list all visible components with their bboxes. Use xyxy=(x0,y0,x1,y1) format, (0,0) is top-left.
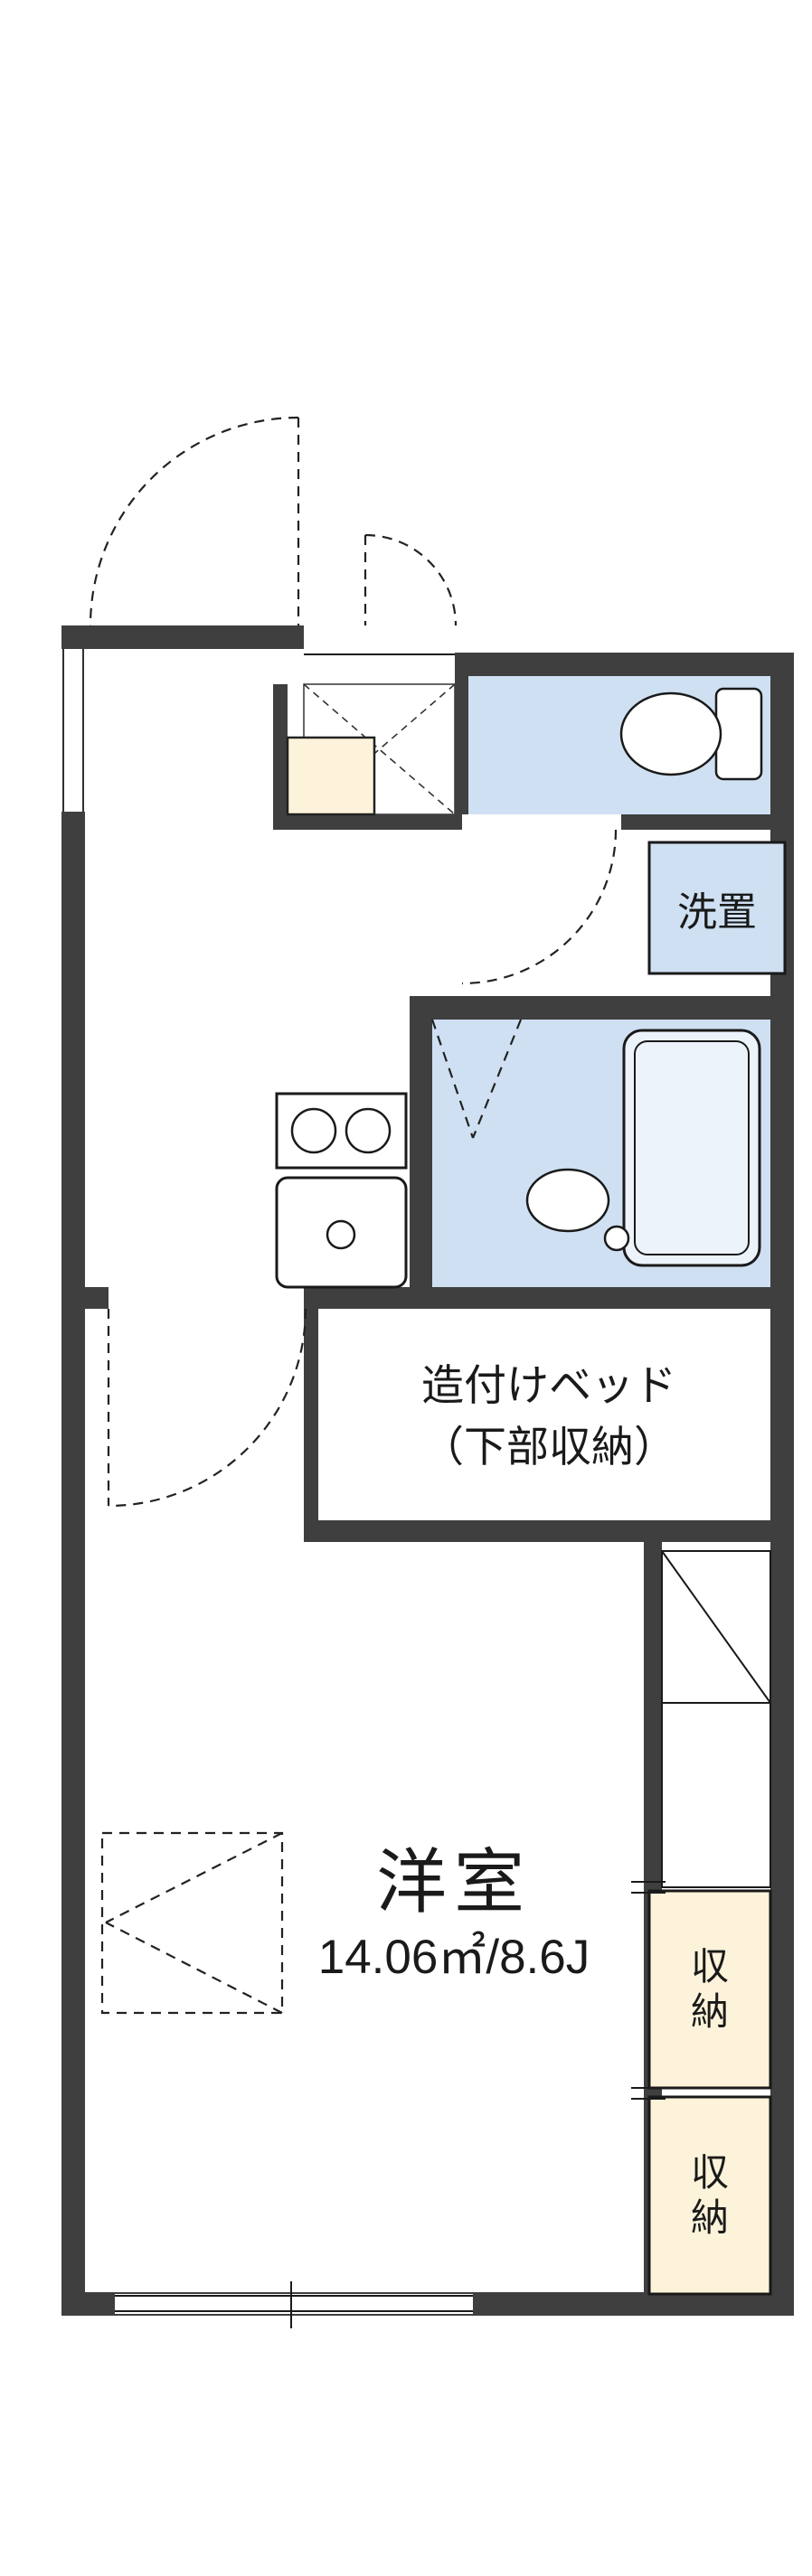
bathroom-left-wall xyxy=(410,996,432,1309)
bath-drain-icon xyxy=(603,1225,630,1252)
bathroom-door-line xyxy=(430,1019,475,1139)
toilet-bowl-icon xyxy=(619,691,722,776)
built-in-bed-label-line1: 造付けベッド xyxy=(421,1360,676,1409)
hall-wall-left xyxy=(273,814,462,830)
bath-basin-icon xyxy=(525,1168,610,1233)
fridge-space-diagonal xyxy=(661,1550,771,1704)
built-in-bed-label-line2: （下部収納） xyxy=(421,1423,676,1471)
top-wall-right xyxy=(455,653,794,676)
entrance-toilet-wall xyxy=(455,653,468,814)
left-wall-top-stub xyxy=(61,625,85,649)
stove-burner-icon xyxy=(290,1107,337,1154)
storage-bottom-box xyxy=(647,2095,772,2296)
hall-wall-right xyxy=(621,814,794,830)
door-stub-wall xyxy=(85,1287,109,1309)
bed-bottom-wall xyxy=(304,1520,794,1542)
furniture-outline-box xyxy=(100,1831,284,2015)
kitchen-sink xyxy=(275,1176,408,1289)
toilet-tank-icon xyxy=(714,687,763,781)
built-in-bed-label: 造付けベッド （下部収納） xyxy=(318,1321,779,1511)
main-room-name: 洋室 xyxy=(228,1833,680,1922)
storage-top-label-text: 収納 xyxy=(690,1944,729,2033)
bed-left-wall xyxy=(304,1309,318,1542)
bottom-window-gap xyxy=(115,2294,473,2314)
storage-bottom-label: 収納 xyxy=(649,2097,770,2294)
entrance-cross-mark xyxy=(303,683,456,815)
top-wall-left xyxy=(61,625,304,649)
bathroom-top-wall xyxy=(410,996,794,1020)
hall-door-swing-arc xyxy=(461,829,618,985)
sink-drain-icon xyxy=(326,1219,356,1250)
shoe-cabinet-box xyxy=(286,736,376,816)
stove-burner-icon xyxy=(345,1107,392,1154)
washer-space-label-text: 洗置 xyxy=(677,889,757,935)
main-room-size: 14.06㎡/8.6J xyxy=(228,1923,680,1984)
free-space-box xyxy=(661,1702,771,1888)
main-room-name-text: 洋室 xyxy=(375,1842,532,1922)
bathroom-bottom-wall xyxy=(410,1287,794,1309)
washer-space-box xyxy=(647,841,787,975)
bathroom-door-line xyxy=(471,1019,523,1139)
main-room-size-text: 14.06㎡/8.6J xyxy=(317,1931,590,1984)
storage-bottom-label-text: 収納 xyxy=(690,2150,729,2239)
left-window-gap xyxy=(61,649,85,812)
left-wall xyxy=(61,812,85,2316)
bed-top-wall xyxy=(304,1287,410,1309)
bathtub-inner-line xyxy=(634,1040,750,1255)
room-door-swing-arc xyxy=(108,1308,307,1508)
entrance-kitchen-wall xyxy=(273,684,288,830)
storage-top-label: 収納 xyxy=(649,1891,770,2088)
washer-space-label: 洗置 xyxy=(649,842,785,973)
stove-counter xyxy=(275,1092,408,1170)
entry-door-swing-arc-small xyxy=(364,533,458,626)
storage-top-box xyxy=(647,1889,772,2090)
bathtub-icon xyxy=(622,1029,761,1267)
entry-door-swing-arc xyxy=(89,416,299,626)
